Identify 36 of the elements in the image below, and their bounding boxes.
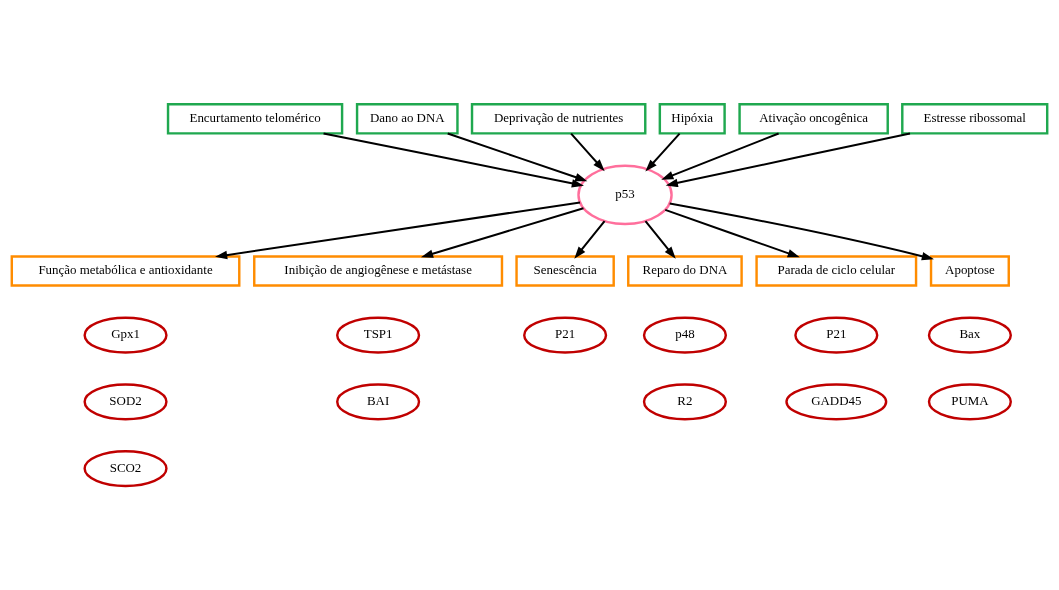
- node-ellipse: P21: [523, 316, 608, 354]
- node-ellipse: PUMA: [927, 383, 1012, 421]
- node-ellipse: Bax: [927, 316, 1012, 354]
- node-box: Parada de ciclo celular: [755, 255, 918, 287]
- node-ellipse: SCO2: [83, 450, 168, 488]
- arrow: [215, 201, 581, 260]
- node-ellipse: R2: [642, 383, 728, 421]
- node-box: Senescência: [515, 255, 615, 287]
- arrow: [664, 208, 800, 258]
- arrow: [661, 132, 779, 180]
- node-box: Reparo do DNA: [627, 255, 743, 287]
- node-ellipse: SOD2: [83, 383, 168, 421]
- node-ellipse: p48: [642, 316, 728, 354]
- arrow: [669, 202, 934, 261]
- node-ellipse: P21: [794, 316, 879, 354]
- node-box: Inibição de angiogênese e metástase: [253, 255, 504, 287]
- arrow: [644, 220, 676, 259]
- node-box: Deprivação de nutrientes: [470, 103, 647, 135]
- node-box: Hipóxia: [658, 103, 726, 135]
- node-box: Dano ao DNA: [355, 103, 459, 135]
- arrow: [574, 220, 606, 259]
- node-box: Função metabólica e antioxidante: [10, 255, 241, 287]
- arrow: [323, 132, 584, 188]
- node-box: Apoptose: [929, 255, 1010, 287]
- arrow: [447, 132, 588, 182]
- node-box: Estresse ribossomal: [901, 103, 1049, 135]
- node-box: Ativação oncogênica: [738, 103, 889, 135]
- node-box: Encurtamento telomérico: [166, 103, 344, 135]
- node-ellipse: Gpx1: [83, 316, 168, 354]
- node-ellipse: GADD45: [785, 383, 888, 421]
- arrow: [645, 132, 681, 172]
- arrow: [570, 132, 605, 172]
- node-ellipse: BAI: [336, 383, 421, 421]
- arrow: [665, 132, 911, 188]
- arrow: [420, 207, 584, 258]
- node-ellipse: TSP1: [336, 316, 421, 354]
